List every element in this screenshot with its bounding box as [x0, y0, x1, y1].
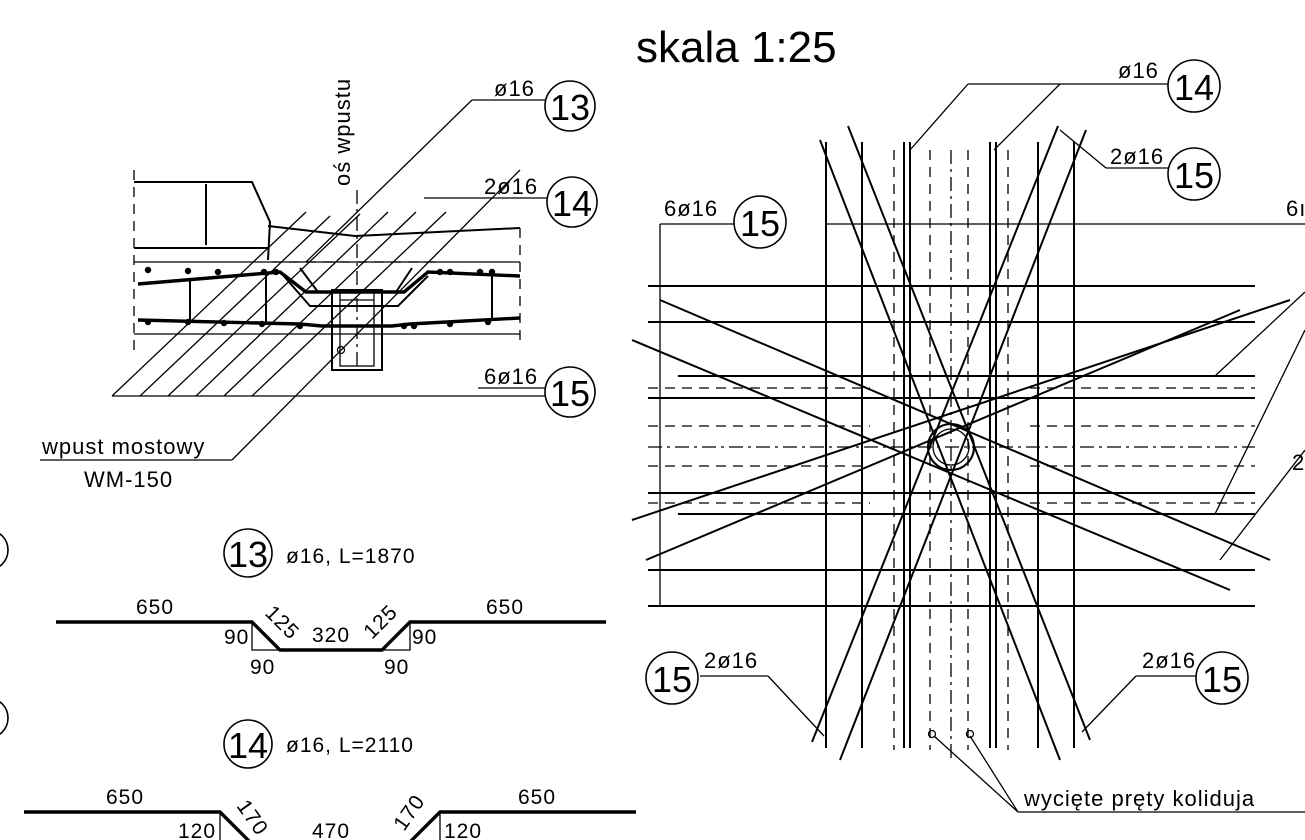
bar-13-bubble	[223, 528, 273, 578]
bar-14-dim-left-diag: 170	[232, 796, 273, 840]
bar-13-dim-left-bottom: 90	[250, 656, 275, 679]
bar-13-dim-right-bottom: 90	[384, 656, 409, 679]
bar-13-dim-left: 650	[136, 596, 174, 619]
bar-13-section	[281, 273, 429, 307]
bar-13-shape	[56, 620, 606, 652]
top-reinforcement	[137, 270, 521, 294]
plan-bottom-left-15-mark: 15	[652, 659, 692, 700]
plan-view: ø16 14 2ø16 15 6ø16 15 6ı 2 15 2ø16 2ø16…	[631, 58, 1305, 813]
plan-top-15-mark: 15	[1174, 155, 1214, 196]
cut-bars-note: wycięte pręty koliduja	[1023, 786, 1255, 811]
inlet-name: wpust mostowy	[41, 434, 205, 459]
section-spec-15: 6ø16	[484, 364, 538, 389]
plan-bottom-right-15-spec: 2ø16	[1142, 648, 1196, 673]
bar-14-dim-right: 650	[518, 786, 556, 809]
curb-outline	[134, 181, 272, 261]
mark-bubble-14	[546, 176, 598, 228]
plan-top-14-mark: 14	[1174, 67, 1214, 108]
mark-bubble-15	[544, 366, 596, 418]
bar-13-dim-right-drop: 90	[412, 626, 437, 649]
section-mark-13: 13	[550, 87, 590, 128]
plan-top-15-bubble	[1167, 147, 1221, 201]
plan-vertical-bars	[825, 142, 1075, 748]
section-spec-13: ø16	[494, 76, 535, 101]
plan-left-15-spec: 6ø16	[664, 196, 718, 221]
leader-hatch-lines	[111, 99, 548, 461]
bar-13-spec: ø16, L=1870	[286, 545, 416, 568]
mark-bubble-13	[544, 80, 596, 132]
bar-13-dim-mid: 320	[312, 624, 350, 647]
bottom-reinforcement	[137, 316, 521, 328]
deck-slope-right	[354, 227, 521, 237]
bar-14-dim-right-drop: 120	[444, 820, 482, 840]
plan-bottom-right-15-mark: 15	[1202, 659, 1242, 700]
bar-14-dim-mid: 470	[312, 820, 350, 840]
bar-13-dim-left-drop: 90	[224, 626, 249, 649]
bar-14-bubble	[223, 719, 273, 769]
bar-14-shape	[24, 810, 636, 840]
plan-top-15-spec: 2ø16	[1110, 144, 1164, 169]
section-mark-15: 15	[550, 373, 590, 414]
cut-bar-1	[927, 729, 937, 739]
bar-14-dim-left: 650	[106, 786, 144, 809]
edge-bubble-1	[0, 533, 9, 567]
plan-left-15-mark: 15	[740, 203, 780, 244]
inlet-axis-label: oś wpustu	[330, 78, 355, 186]
bar-13-dim-right: 650	[486, 596, 524, 619]
cut-bar-2	[965, 729, 975, 739]
deck-slope-left	[267, 225, 356, 237]
bar-shape-14: 14 ø16, L=2110 650 120 170 470 170 120 6…	[24, 719, 636, 840]
plan-dashed-bars	[648, 150, 1255, 750]
edge-bubble-2	[0, 701, 9, 735]
section-spec-14: 2ø16	[484, 174, 538, 199]
bar-13-mark: 13	[228, 534, 268, 575]
plan-bottom-left-15-bubble	[645, 651, 699, 705]
plan-top-14-bubble	[1167, 59, 1221, 113]
section-mark-14: 14	[552, 183, 592, 224]
plan-right-edge-label-2: 2	[1292, 450, 1305, 475]
bar-shape-13: 13 ø16, L=1870 650 90 90 125 320 125 90 …	[56, 528, 606, 679]
inlet-code: WM-150	[84, 467, 173, 492]
bar-14-mark: 14	[228, 725, 268, 766]
plan-left-15-bubble	[733, 195, 787, 249]
bar-14-dim-left-drop: 120	[178, 820, 216, 840]
plan-leaders	[659, 83, 1305, 813]
plan-bottom-left-15-spec: 2ø16	[704, 648, 758, 673]
plan-right-edge-label: 6ı	[1286, 196, 1305, 221]
bar-dots	[144, 266, 496, 330]
plan-top-14-spec: ø16	[1118, 58, 1159, 83]
bar-14-spec: ø16, L=2110	[286, 734, 414, 757]
scale-label: skala 1:25	[636, 23, 837, 72]
section-view: oś wpustu ø16 13 2ø16 14 6ø16 15	[40, 76, 598, 492]
plan-bottom-right-15-bubble	[1195, 651, 1249, 705]
